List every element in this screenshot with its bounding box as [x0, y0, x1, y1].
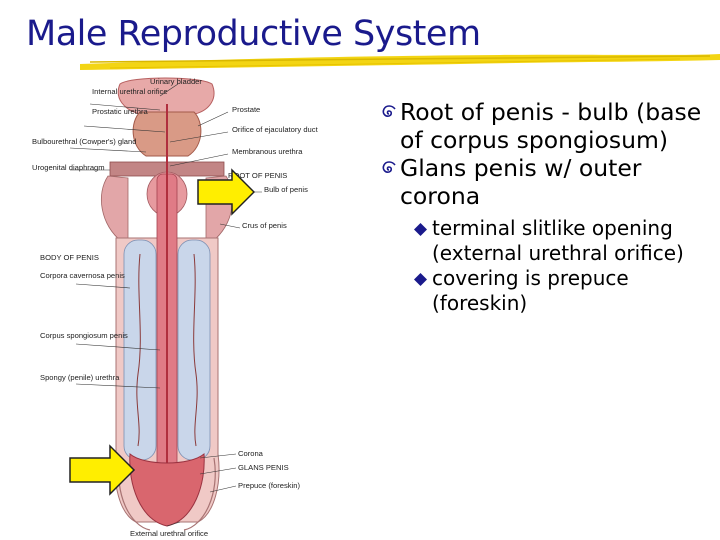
label-corpus-spongiosum: Corpus spongiosum penis: [40, 331, 128, 340]
label-corona: Corona: [238, 449, 264, 458]
label-bulb-of-penis: Bulb of penis: [264, 185, 308, 194]
label-internal-urethral-orifice: Internal urethral orifice: [92, 87, 168, 96]
sub-bullet-text: terminal slitlike opening (external uret…: [432, 216, 684, 265]
label-root-of-penis: ROOT OF PENIS: [228, 171, 287, 180]
slide-title: Male Reproductive System: [26, 14, 481, 54]
bullet-item: Root of penis - bulb (base of corpus spo…: [380, 98, 715, 154]
bullet-list: Root of penis - bulb (base of corpus spo…: [380, 98, 715, 316]
label-crus-of-penis: Crus of penis: [242, 221, 287, 230]
bullet-text: Glans penis w/ outer corona: [400, 154, 642, 210]
bullet-text: Root of penis - bulb (base of corpus spo…: [400, 98, 702, 154]
sub-bullet-item: covering is prepuce (foreskin): [380, 266, 715, 316]
label-urinary-bladder: Urinary bladder: [150, 77, 202, 86]
label-body-of-penis: BODY OF PENIS: [40, 253, 99, 262]
highlight-arrow-glans: [69, 444, 136, 496]
sub-bullet-item: terminal slitlike opening (external uret…: [380, 216, 715, 266]
label-prostatic-urethra: Prostatic urethra: [92, 107, 148, 116]
diamond-bullet-icon: [414, 273, 427, 286]
label-urogenital-diaphragm: Urogenital diaphragm: [32, 163, 105, 172]
label-bulbourethral: Bulbourethral (Cowper's) gland: [32, 137, 136, 146]
label-spongy-urethra: Spongy (penile) urethra: [40, 373, 120, 382]
anatomy-figure: Urinary bladder Internal urethral orific…: [32, 77, 319, 538]
curl-bullet-icon: [382, 105, 396, 117]
label-orifice-ejaculatory: Orifice of ejaculatory duct: [232, 125, 319, 134]
label-prostate: Prostate: [232, 105, 260, 114]
label-corpora-cavernosa: Corpora cavernosa penis: [40, 271, 125, 280]
title-underline-brushstroke: [80, 54, 720, 70]
label-membranous-urethra: Membranous urethra: [232, 147, 303, 156]
label-prepuce: Prepuce (foreskin): [238, 481, 301, 490]
label-glans-penis: GLANS PENIS: [238, 463, 289, 472]
sub-bullet-text: covering is prepuce (foreskin): [432, 266, 629, 315]
highlight-arrow-bulb: [197, 168, 256, 216]
diamond-bullet-icon: [414, 223, 427, 236]
label-external-urethral-orifice: External urethral orifice: [130, 529, 208, 538]
bullet-item: Glans penis w/ outer corona: [380, 154, 715, 210]
curl-bullet-icon: [382, 161, 396, 173]
